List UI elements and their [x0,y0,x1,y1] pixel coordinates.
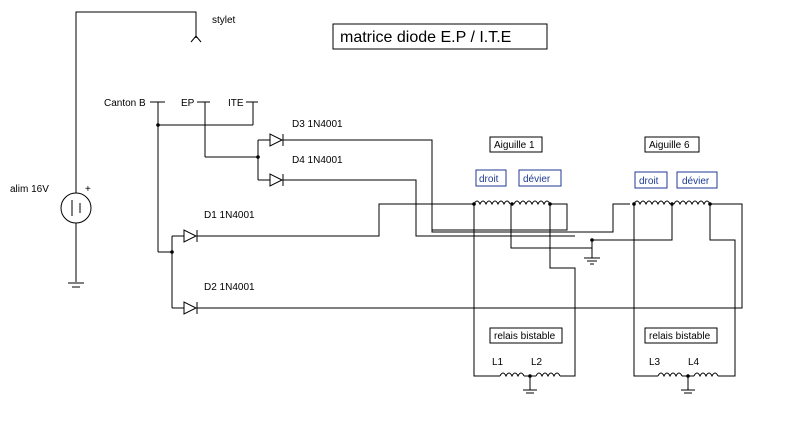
ep-label: EP [181,98,195,109]
ground-symbol-center [584,238,600,265]
d4-label: D4 1N4001 [292,155,343,166]
d2-label: D2 1N4001 [204,282,255,293]
canton-b-label: Canton B [104,98,146,109]
aiguille-1-devier-label: dévier [523,174,551,185]
relais-2-label: relais bistable [649,331,711,342]
stylet-label: stylet [212,15,236,26]
title-box [332,23,548,50]
coil-l3-label: L3 [649,357,661,368]
aiguille-1-group [432,136,592,377]
supply-wiring [68,11,202,288]
plus-sign: + [85,184,91,195]
diode-d2 [172,203,743,315]
coil-l2-label: L2 [531,357,543,368]
aiguille-1-label: Aiguille 1 [494,140,535,151]
ite-label: ITE [228,98,244,109]
relais-1-label: relais bistable [494,331,556,342]
ep-wiring [205,139,270,181]
diode-d1 [172,203,474,243]
diode-d4 [269,173,575,237]
diode-d3 [269,133,630,233]
aiguille-6-label: Aiguille 6 [649,140,690,151]
d1-label: D1 1N4001 [204,210,255,221]
canton-b-bus [156,123,253,308]
power-supply-label: alim 16V [10,184,49,195]
diagram-title: matrice diode E.P / I.T.E [340,29,511,46]
contact-stubs [150,101,258,157]
d3-label: D3 1N4001 [292,119,343,130]
coil-l1-label: L1 [492,357,504,368]
aiguille-6-droit-label: droit [639,176,659,187]
aiguille-1-droit-label: droit [479,174,499,185]
power-supply-symbol [60,192,92,224]
relais-bistable-2 [644,327,719,394]
relais-bistable-1 [489,327,563,394]
coil-l4-label: L4 [688,357,700,368]
aiguille-6-group [592,136,736,377]
aiguille-6-devier-label: dévier [682,176,710,187]
